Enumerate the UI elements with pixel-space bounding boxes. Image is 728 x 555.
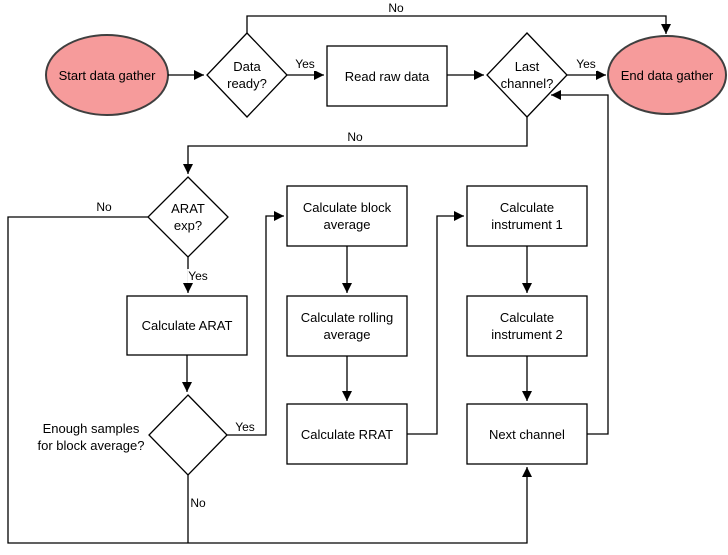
calculate-arat-shape — [126, 295, 248, 356]
edge-last-channel-no-to-arat — [183, 117, 528, 174]
start-node-shape — [45, 34, 169, 116]
calculate-instrument-2-shape — [466, 295, 588, 357]
enough-samples-decision-shape — [148, 394, 228, 476]
connector-edges — [7, 15, 671, 544]
calculate-instrument-1-shape — [466, 185, 588, 247]
node-shapes — [45, 32, 727, 476]
edge-rrat-to-instrument-1 — [407, 211, 464, 435]
read-raw-data-shape — [326, 45, 448, 107]
end-node-shape — [607, 35, 727, 115]
edge-arat-no-to-next-channel — [7, 216, 532, 544]
next-channel-shape — [466, 403, 588, 465]
edge-data-ready-no-to-end — [246, 15, 671, 34]
data-ready-decision-shape — [206, 32, 288, 118]
calculate-rrat-shape — [286, 403, 408, 465]
edge-enough-samples-yes-to-block-average — [227, 211, 284, 436]
calculate-rolling-average-shape — [286, 295, 408, 357]
edge-next-channel-to-last-channel — [551, 90, 609, 435]
last-channel-decision-shape — [486, 32, 568, 118]
calculate-block-average-shape — [286, 185, 408, 247]
arat-exp-decision-shape — [147, 176, 229, 258]
